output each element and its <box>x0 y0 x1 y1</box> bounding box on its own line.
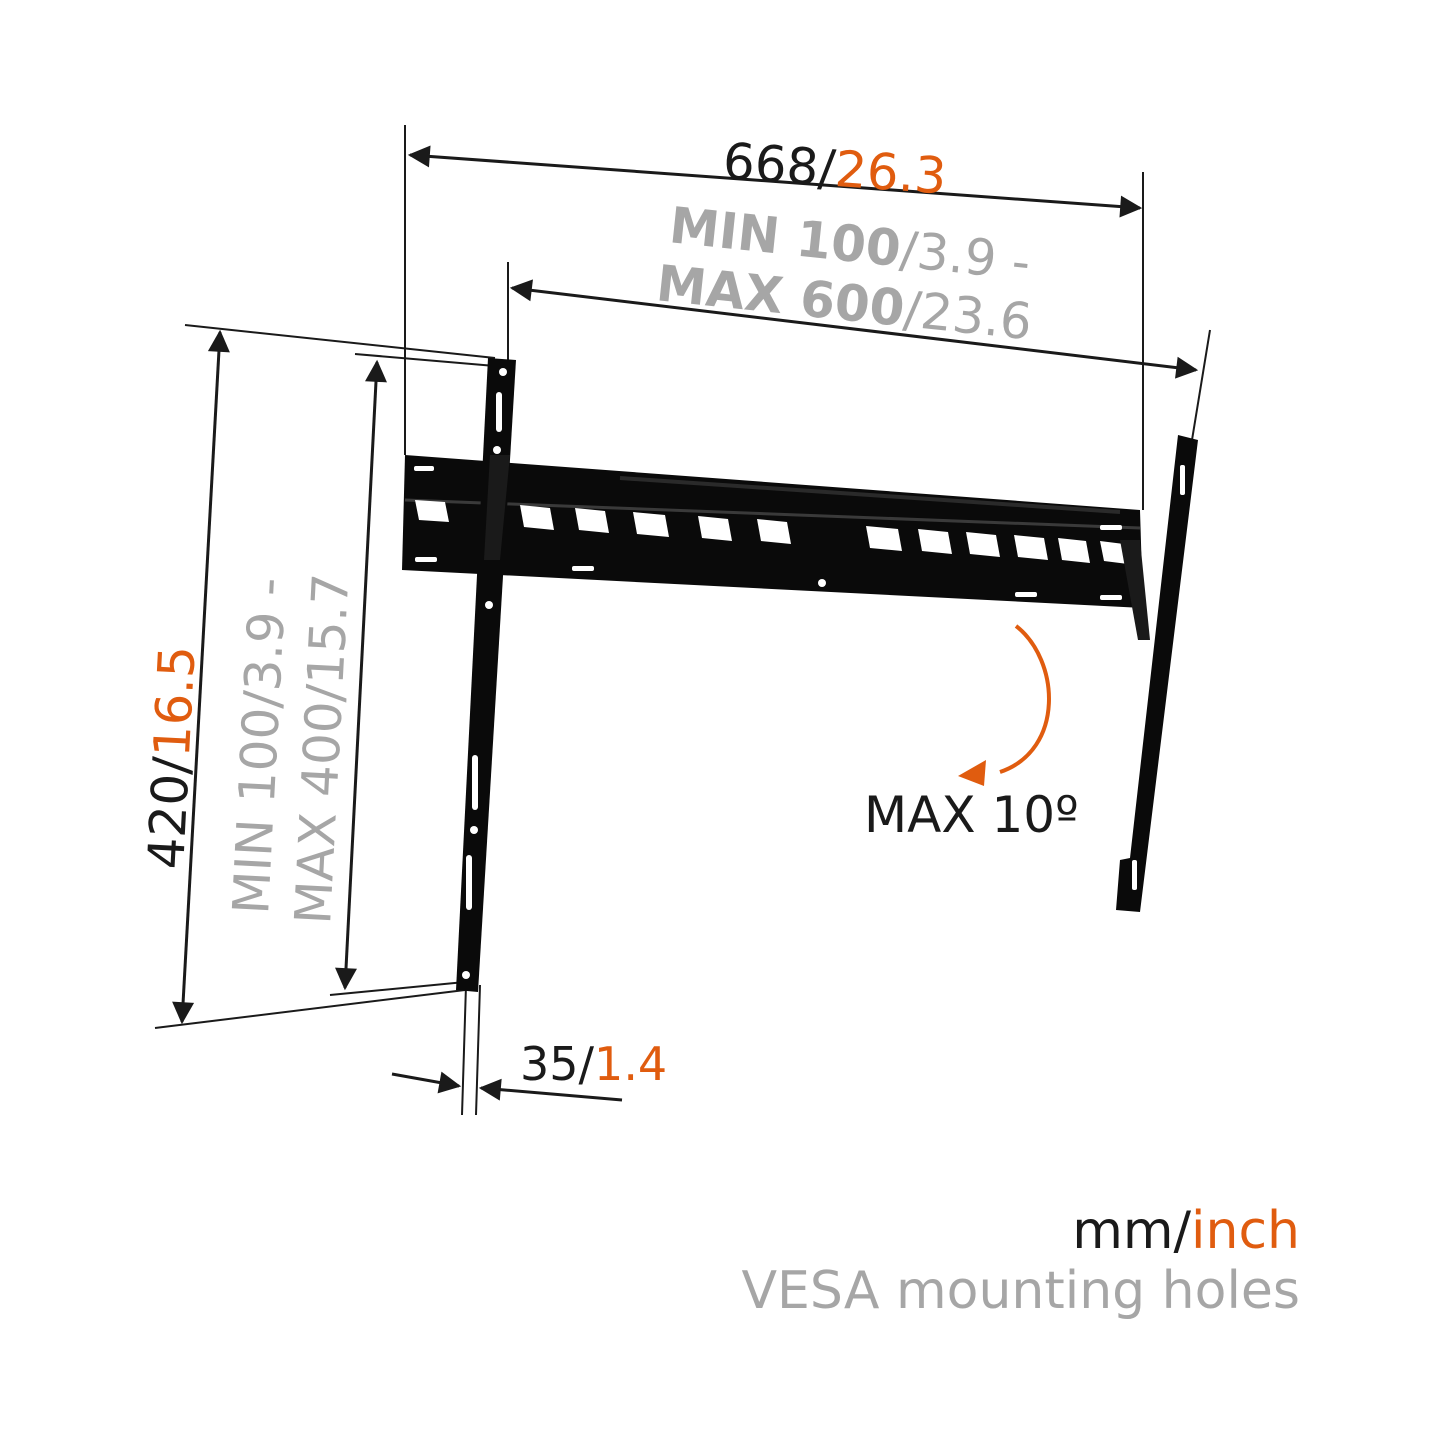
left-tv-arm <box>456 358 516 992</box>
unit-inch: inch <box>1191 1201 1300 1261</box>
height-total-label: 420/16.5 <box>137 644 207 870</box>
tilt-arrow-head <box>958 760 986 786</box>
vesa-note: VESA mounting holes <box>741 1261 1300 1321</box>
unit-mm: mm <box>1072 1201 1174 1261</box>
width-total-arrow <box>407 145 1143 218</box>
unit-separator: / <box>1173 1201 1192 1261</box>
width-total-label: 668/26.3 <box>721 132 948 205</box>
vesa-vertical-line2: MAX 400/15.7 <box>284 572 360 926</box>
vesa-horizontal-arrow <box>509 279 1199 379</box>
height-total-arrow <box>172 329 230 1025</box>
wall-plate <box>402 455 1143 608</box>
depth-arrow-right <box>478 1078 623 1102</box>
tilt-strap <box>484 455 1150 640</box>
units-legend: mm/inch <box>1072 1205 1300 1257</box>
wall-plate-small-holes <box>414 466 1122 600</box>
right-tv-arm <box>1116 435 1198 912</box>
depth-arrow-left <box>391 1071 462 1094</box>
vesa-horizontal-line2: MAX 600/23.6 <box>654 254 1035 351</box>
dimension-arrows <box>172 145 1199 1102</box>
wall-plate-slots <box>415 500 1128 564</box>
vesa-vertical-arrow <box>335 359 387 991</box>
tilt-arc <box>999 624 1051 774</box>
depth-label: 35/1.4 <box>520 1037 667 1091</box>
tilt-label: MAX 10º <box>864 786 1079 844</box>
